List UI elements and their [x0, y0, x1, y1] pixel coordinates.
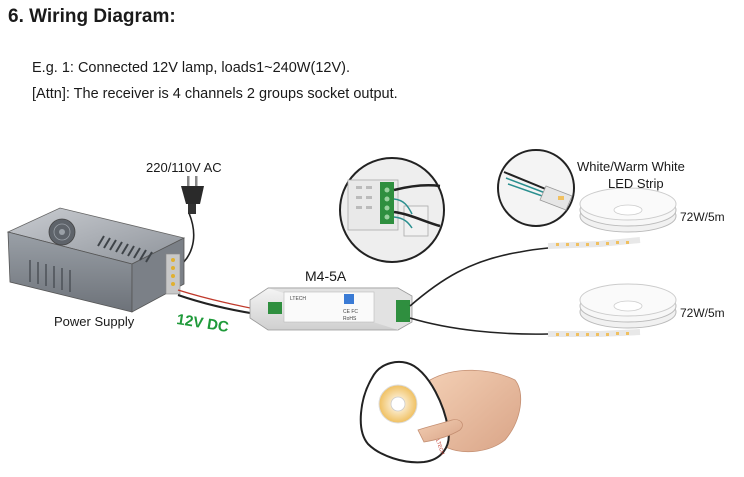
strip2-wire: [409, 317, 549, 335]
remote-brand-text: LTECH: [434, 439, 445, 456]
led-strip-reel-2: [548, 283, 677, 337]
attention-note: [Attn]: The receiver is 4 channels 2 gro…: [32, 86, 398, 102]
power-supply-unit: [6, 207, 186, 313]
example-note: E.g. 1: Connected 12V lamp, loads1~240W(…: [32, 60, 350, 76]
receiver-model-label: M4-5A: [305, 268, 347, 284]
led-strip-reel-1: [547, 187, 677, 249]
terminal-detail-zoom: [339, 157, 445, 263]
ac-input-label: 220/110V AC: [146, 160, 222, 175]
power-supply-label: Power Supply: [54, 314, 135, 329]
strip2-power-label: 72W/5m: [680, 306, 725, 320]
receiver-m4-5a: LTECH CE FC RoHS: [249, 287, 413, 331]
ac-plug: [181, 176, 204, 214]
receiver-rohs-text: RoHS: [343, 316, 357, 322]
strip-connector-zoom: [497, 149, 575, 227]
strip-type-label-line1: White/Warm White: [577, 159, 685, 174]
receiver-ce-text: CE FC: [343, 309, 358, 315]
strip1-wire: [409, 247, 549, 307]
strip1-power-label: 72W/5m: [680, 210, 725, 224]
strip-type-label-line2: LED Strip: [608, 176, 664, 191]
page-heading: 6. Wiring Diagram:: [8, 6, 176, 27]
receiver-brand-text: LTECH: [290, 296, 306, 302]
hand-with-remote: LTECH: [359, 361, 522, 464]
